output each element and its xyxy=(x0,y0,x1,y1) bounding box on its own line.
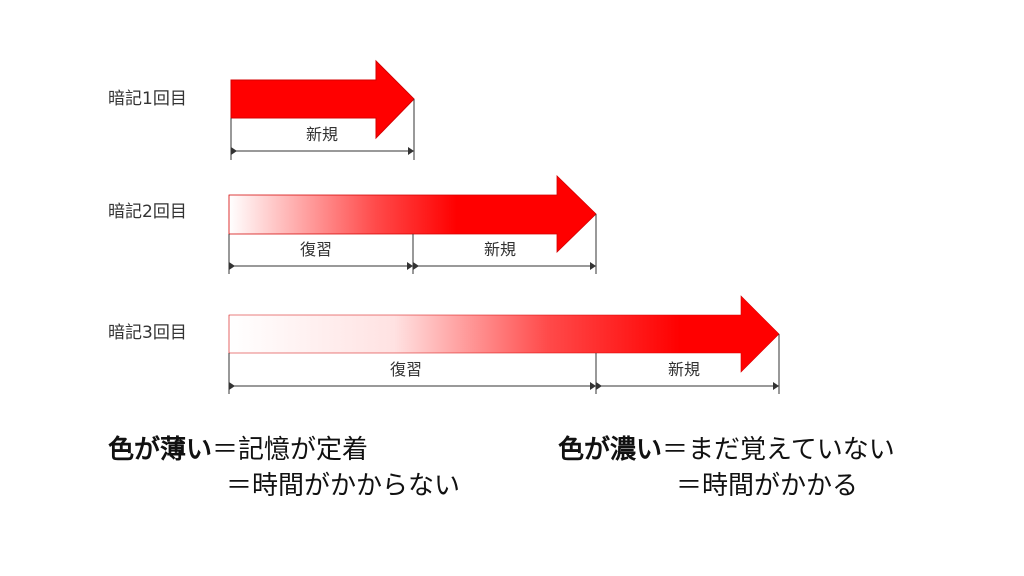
row-label-3: 暗記3回目 xyxy=(108,323,187,343)
legend-dark-line2: ＝時間がかかる xyxy=(676,471,859,501)
row-label-2: 暗記2回目 xyxy=(108,202,187,222)
segment-label-2-review: 復習 xyxy=(300,240,332,259)
legend-dark: 色が濃い＝まだ覚えていない ＝時間がかかる xyxy=(558,432,895,504)
arrow-2 xyxy=(228,175,597,253)
legend-dark-key: 色が濃い xyxy=(558,435,663,465)
segment-label-2-new: 新規 xyxy=(484,240,516,259)
legend-light-line1: ＝記憶が定着 xyxy=(212,435,369,465)
segment-label-3-new: 新規 xyxy=(668,360,700,379)
arrow-3 xyxy=(228,295,780,373)
row-label-1: 暗記1回目 xyxy=(108,89,187,109)
legend-light: 色が薄い＝記憶が定着 ＝時間がかからない xyxy=(108,432,460,504)
arrow-1 xyxy=(230,59,415,140)
memorization-diagram: 暗記1回目 新規 暗記2回目 復習 新規 暗記3回目 復習 新規 xyxy=(108,59,780,394)
legend-dark-line1: ＝まだ覚えていない xyxy=(662,435,895,465)
segment-label-1-new: 新規 xyxy=(306,125,338,144)
legend-light-line2: ＝時間がかからない xyxy=(226,471,461,501)
segment-label-3-review: 復習 xyxy=(390,360,422,379)
legend-light-key: 色が薄い xyxy=(108,435,213,465)
